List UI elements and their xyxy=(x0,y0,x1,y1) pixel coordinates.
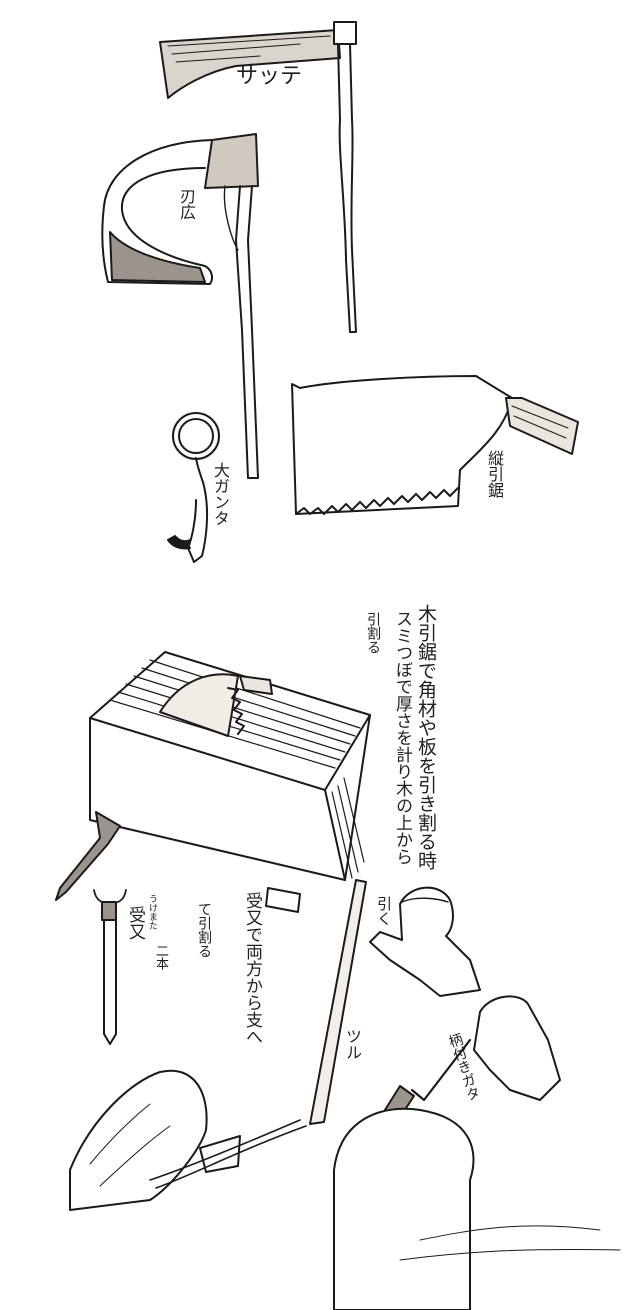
label-nihon: 二本 xyxy=(153,944,168,970)
note-hikiwari-line3: 引割る xyxy=(365,612,381,654)
ukemata-stakes-drawing xyxy=(55,811,127,1045)
habiro-axe-drawing xyxy=(101,133,259,479)
note-hikiwari-line1: 木引鋸で角材や板を引き割る時 xyxy=(415,604,437,870)
note-ukemata-line1: 受又で両方から支へ xyxy=(242,892,262,1045)
sakite-axe-drawing xyxy=(159,21,357,333)
tatebiki-saw-drawing xyxy=(291,375,579,515)
label-ukemata-reading: うけまた xyxy=(147,894,157,930)
label-ogaga: 大ガンタ xyxy=(211,462,230,526)
note-ukemata-line2: て引割る xyxy=(196,902,212,958)
label-tsuru: ツル xyxy=(343,1028,362,1060)
label-tatebiki-noko: 縦引鋸 xyxy=(485,450,504,498)
sawyers-drawing xyxy=(69,879,621,1310)
ogaga-hook-drawing xyxy=(167,412,220,563)
label-habiro: 刃広 xyxy=(177,188,196,220)
note-hikiwari-line2: スミつぼで厚さを計り木の上から xyxy=(392,610,412,865)
lumber-cutting-drawing xyxy=(89,651,371,913)
label-hiku: 引く xyxy=(375,896,393,926)
label-ukemata: 受又 xyxy=(125,906,145,940)
label-sakite: サッテ xyxy=(236,64,303,89)
